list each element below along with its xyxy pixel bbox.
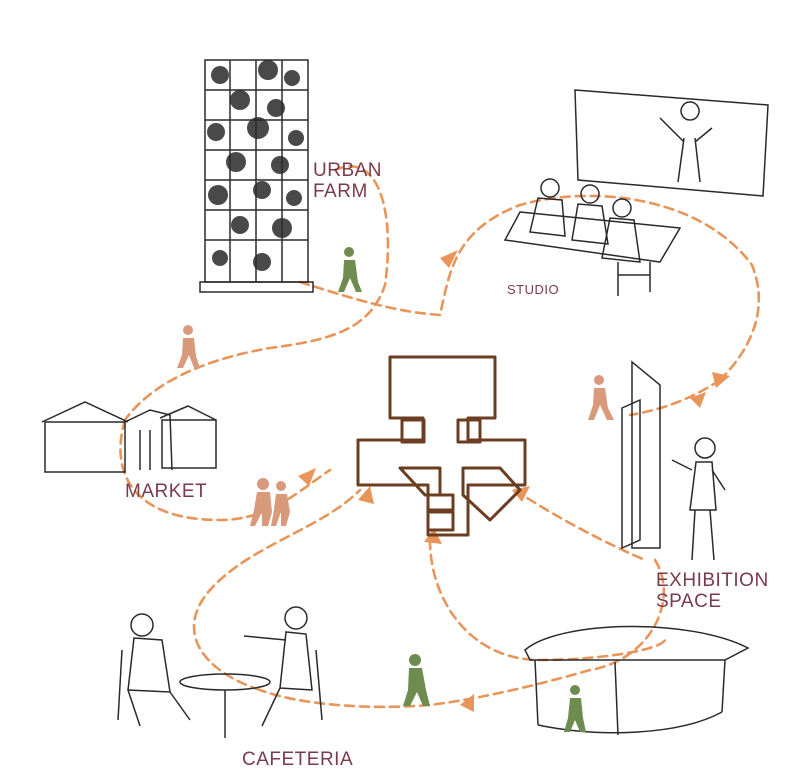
- central-building-plan: [356, 355, 527, 537]
- arrow-icon: [440, 250, 458, 268]
- person-figure-icon: [338, 247, 362, 292]
- market-sketch: [41, 401, 217, 473]
- path-exhibition-to-cafeteria: [258, 558, 666, 709]
- person-figure-icon: [403, 654, 430, 706]
- path-center-to-exhibition: [513, 488, 647, 562]
- path-arrows: [298, 250, 730, 712]
- path-cafeteria-loop: [192, 488, 362, 692]
- presenter-figure: [659, 101, 713, 183]
- person-figure-icon: [564, 685, 586, 732]
- studio-sketch: [503, 89, 769, 296]
- projection-screen: [574, 89, 769, 197]
- path-center-to-pavilion: [428, 538, 667, 662]
- path-studio-to-exhibition: [628, 378, 722, 417]
- exhibition-sketch: [621, 360, 726, 561]
- person-figure-icon: [588, 375, 614, 420]
- path-market-loop: [119, 418, 332, 522]
- plant-foliage: [207, 60, 304, 271]
- arrow-icon: [298, 468, 316, 486]
- urban-farm-trellis: [199, 59, 314, 293]
- walking-figures: [177, 247, 614, 732]
- label-cafeteria: CAFETERIA: [242, 749, 354, 770]
- path-farm-to-studio: [298, 194, 761, 382]
- arrow-icon: [460, 694, 474, 712]
- pavilion-sketch: [524, 625, 750, 736]
- label-studio: STUDIO: [507, 282, 560, 297]
- label-market: MARKET: [125, 481, 208, 502]
- label-urban-farm: URBAN FARM: [313, 160, 383, 202]
- arrow-icon: [690, 392, 706, 408]
- arrow-icon: [358, 486, 374, 504]
- cafeteria-sketch: [117, 606, 323, 738]
- studio-table: [503, 211, 682, 263]
- label-exhibition-space: EXHIBITION SPACE: [656, 570, 769, 612]
- arrow-icon: [512, 486, 530, 502]
- person-figure-icon: [177, 325, 200, 368]
- path-urban-farm-loop: [123, 165, 390, 422]
- person-figure-icon: [250, 478, 290, 526]
- arrow-icon: [712, 372, 730, 388]
